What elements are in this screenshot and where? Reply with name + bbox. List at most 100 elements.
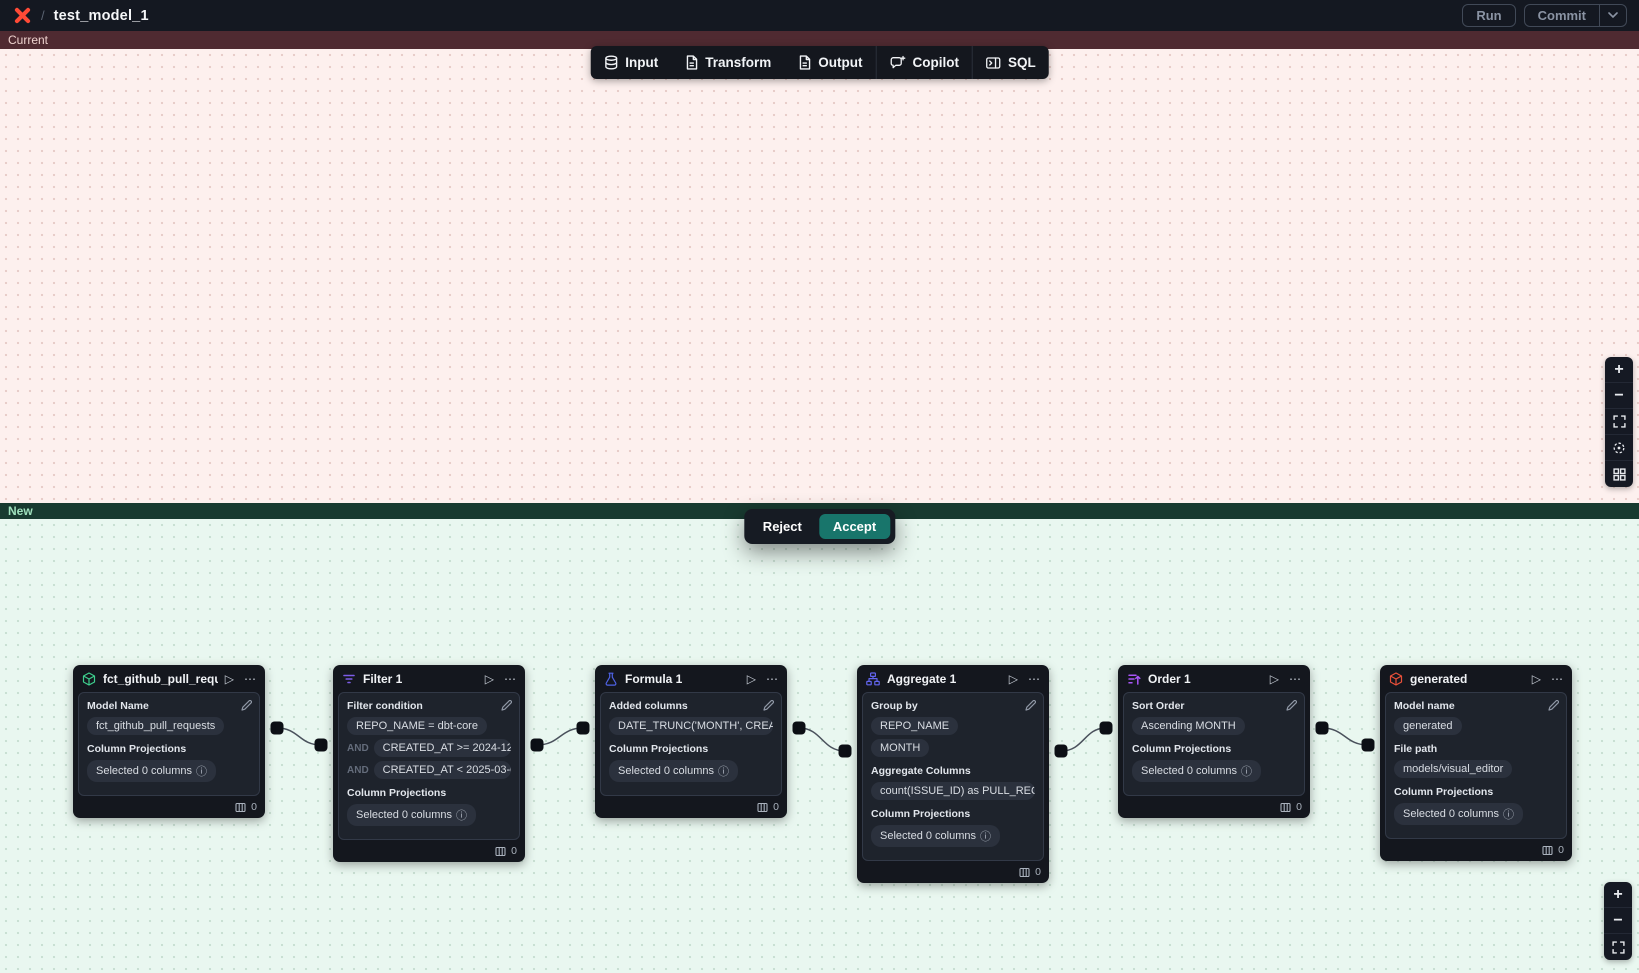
- document-icon: [797, 55, 811, 70]
- dbt-logo-icon[interactable]: [12, 6, 32, 26]
- section-label: Model name: [1394, 700, 1455, 712]
- zoom-out-button[interactable]: −: [1605, 383, 1633, 409]
- minus-icon: −: [1613, 911, 1623, 929]
- current-canvas[interactable]: Input Transform Output: [0, 46, 1639, 503]
- section-label: Column Projections: [1394, 786, 1494, 798]
- node-toolbar: Input Transform Output: [590, 46, 1049, 79]
- node-menu-icon[interactable]: ⋯: [1028, 671, 1040, 686]
- node-card-aggregate-1[interactable]: Aggregate 1 ▷ ⋯ Group by REPO_NAME MONTH…: [857, 665, 1049, 883]
- node-header: Order 1 ▷ ⋯: [1118, 665, 1310, 692]
- fit-view-button[interactable]: [1605, 409, 1633, 435]
- node-menu-icon[interactable]: ⋯: [1551, 671, 1563, 686]
- node-menu-icon[interactable]: ⋯: [766, 671, 778, 686]
- value-pill[interactable]: count(ISSUE_ID) as PULL_REQUEST_…: [871, 782, 1035, 800]
- value-pill[interactable]: generated: [1394, 717, 1462, 735]
- node-menu-icon[interactable]: ⋯: [244, 671, 256, 686]
- node-card-fct-github-pull-requests[interactable]: fct_github_pull_requests ▷ ⋯ Model Name …: [73, 665, 265, 818]
- breadcrumb-separator: /: [41, 8, 45, 23]
- toolbar-copilot-button[interactable]: Copilot: [877, 46, 973, 79]
- value-pill[interactable]: CREATED_AT < 2025-03-01: [373, 761, 511, 779]
- info-icon: ⓘ: [980, 831, 991, 843]
- row-count: 0: [1296, 801, 1302, 813]
- value-pill[interactable]: Ascending MONTH: [1132, 717, 1245, 735]
- connection-handle[interactable]: [576, 721, 590, 735]
- edit-pencil-icon[interactable]: [1025, 700, 1036, 711]
- run-node-icon[interactable]: ▷: [1008, 671, 1018, 686]
- node-title: Aggregate 1: [887, 671, 957, 686]
- reject-button[interactable]: Reject: [749, 514, 816, 539]
- zoom-in-button[interactable]: +: [1605, 357, 1633, 383]
- node-card-formula-1[interactable]: Formula 1 ▷ ⋯ Added columns DATE_TRUNC('…: [595, 665, 787, 818]
- layout-grid-button[interactable]: [1605, 461, 1633, 487]
- value-pill[interactable]: REPO_NAME = dbt-core: [347, 717, 487, 735]
- toolbar-output-button[interactable]: Output: [784, 46, 875, 79]
- edge: [798, 727, 846, 752]
- toolbar-copilot-label: Copilot: [912, 55, 960, 70]
- run-node-icon[interactable]: ▷: [1269, 671, 1279, 686]
- node-card-filter-1[interactable]: Filter 1 ▷ ⋯ Filter condition REPO_NAME …: [333, 665, 525, 862]
- edit-pencil-icon[interactable]: [763, 700, 774, 711]
- node-header: fct_github_pull_requests ▷ ⋯: [73, 665, 265, 692]
- connection-handle[interactable]: [270, 721, 284, 735]
- edit-pencil-icon[interactable]: [1548, 700, 1559, 711]
- section-label: File path: [1394, 743, 1438, 755]
- toolbar-separator: [972, 46, 973, 79]
- value-pill[interactable]: MONTH: [871, 739, 930, 757]
- table-icon: [495, 846, 506, 856]
- value-pill[interactable]: CREATED_AT >= 2024-12-01: [373, 739, 511, 757]
- database-icon: [603, 55, 618, 70]
- value-pill[interactable]: DATE_TRUNC('MONTH', CREATED_AT…: [609, 717, 773, 735]
- fit-view-button[interactable]: [1604, 934, 1632, 960]
- connection-handle[interactable]: [530, 738, 544, 752]
- connection-handle[interactable]: [838, 744, 852, 758]
- new-canvas-controls: + −: [1604, 882, 1632, 960]
- info-icon: ⓘ: [718, 766, 729, 778]
- value-pill[interactable]: REPO_NAME: [871, 717, 959, 735]
- commit-button[interactable]: Commit: [1525, 5, 1599, 26]
- node-menu-icon[interactable]: ⋯: [1289, 671, 1301, 686]
- value-pill[interactable]: models/visual_editor: [1394, 760, 1513, 778]
- node-card-order-1[interactable]: Order 1 ▷ ⋯ Sort Order Ascending MONTH C…: [1118, 665, 1310, 818]
- section-label: Added columns: [609, 700, 688, 712]
- toolbar-input-button[interactable]: Input: [590, 46, 671, 79]
- commit-dropdown-button[interactable]: [1599, 5, 1626, 26]
- run-node-icon[interactable]: ▷: [746, 671, 756, 686]
- node-title: Formula 1: [625, 671, 683, 686]
- toolbar-transform-button[interactable]: Transform: [671, 46, 784, 79]
- node-body: Added columns DATE_TRUNC('MONTH', CREATE…: [600, 692, 782, 796]
- node-footer: 0: [333, 840, 525, 862]
- value-pill[interactable]: fct_github_pull_requests: [87, 717, 225, 735]
- accept-button[interactable]: Accept: [818, 514, 891, 539]
- fit-view-icon: [1612, 415, 1626, 428]
- zoom-in-button[interactable]: +: [1604, 882, 1632, 908]
- connection-handle[interactable]: [1361, 738, 1375, 752]
- new-canvas[interactable]: Reject Accept fct_github_pull_requests ▷…: [0, 509, 1639, 973]
- node-body: Sort Order Ascending MONTH Column Projec…: [1123, 692, 1305, 796]
- edit-pencil-icon[interactable]: [241, 700, 252, 711]
- zoom-out-button[interactable]: −: [1604, 908, 1632, 934]
- connection-handle[interactable]: [792, 721, 806, 735]
- run-button[interactable]: Run: [1462, 4, 1516, 27]
- run-node-icon[interactable]: ▷: [224, 671, 234, 686]
- node-card-generated[interactable]: generated ▷ ⋯ Model name generated File …: [1380, 665, 1572, 861]
- top-bar: / test_model_1 Run Commit: [0, 0, 1639, 31]
- edge: [276, 727, 322, 746]
- edit-pencil-icon[interactable]: [501, 700, 512, 711]
- model-cube-icon: [1389, 671, 1403, 686]
- connection-handle[interactable]: [314, 738, 328, 752]
- run-node-icon[interactable]: ▷: [1531, 671, 1541, 686]
- connection-handle[interactable]: [1099, 721, 1113, 735]
- connection-handle[interactable]: [1054, 744, 1068, 758]
- toolbar-sql-button[interactable]: SQL: [973, 46, 1049, 79]
- connection-handle[interactable]: [1315, 721, 1329, 735]
- node-menu-icon[interactable]: ⋯: [504, 671, 516, 686]
- run-node-icon[interactable]: ▷: [484, 671, 494, 686]
- edit-pencil-icon[interactable]: [1286, 700, 1297, 711]
- locate-button[interactable]: [1605, 435, 1633, 461]
